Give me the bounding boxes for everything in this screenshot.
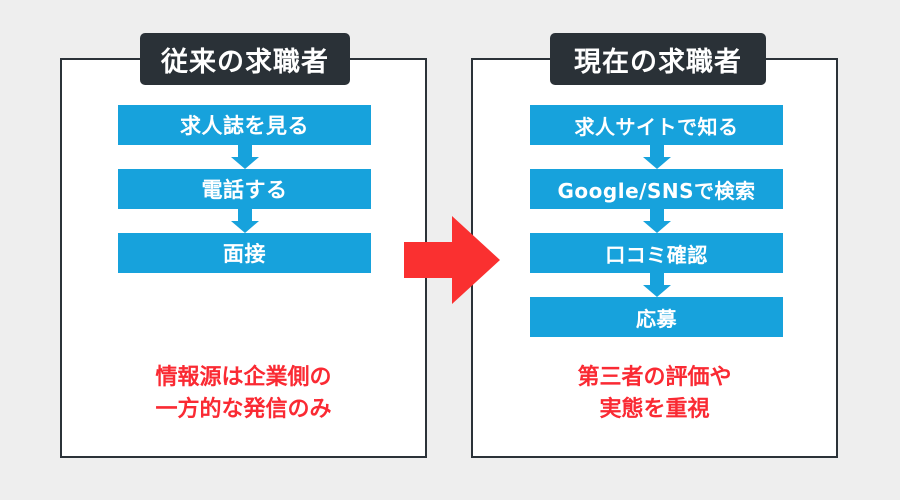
caption-current: 第三者の評価や 実態を重視: [471, 362, 838, 426]
caption-line: 実態を重視: [599, 397, 710, 422]
step-box: Google/SNSで検索: [530, 169, 783, 209]
arrow-stem: [649, 145, 664, 158]
caption-line: 一方的な発信のみ: [155, 397, 332, 422]
arrow-head: [642, 285, 671, 297]
arrow-head: [230, 157, 259, 169]
step-box: 求人サイトで知る: [530, 105, 783, 145]
step-box: 口コミ確認: [530, 233, 783, 273]
flow-arrow-down-icon: [118, 145, 371, 169]
arrow-stem: [237, 209, 252, 222]
arrow-head: [642, 157, 671, 169]
arrow-head: [230, 221, 259, 233]
caption-line: 第三者の評価や: [577, 365, 732, 390]
flow-arrow-down-icon: [118, 209, 371, 233]
flow-arrow-down-icon: [530, 273, 783, 297]
flow-current: 求人サイトで知る Google/SNSで検索 口コミ確認 応募: [530, 105, 783, 337]
flow-traditional: 求人誌を見る 電話する 面接: [118, 105, 371, 273]
right-arrow-icon: [404, 216, 500, 304]
arrow-stem: [649, 209, 664, 222]
caption-traditional: 情報源は企業側の 一方的な発信のみ: [60, 362, 427, 426]
flow-arrow-down-icon: [530, 209, 783, 233]
panel-title-traditional: 従来の求職者: [140, 33, 350, 85]
flow-arrow-down-icon: [530, 145, 783, 169]
caption-line: 情報源は企業側の: [155, 365, 332, 390]
arrow-head: [642, 221, 671, 233]
panel-title-current: 現在の求職者: [550, 33, 766, 85]
step-box: 面接: [118, 233, 371, 273]
step-box: 求人誌を見る: [118, 105, 371, 145]
step-box: 応募: [530, 297, 783, 337]
step-box: 電話する: [118, 169, 371, 209]
arrow-stem: [649, 273, 664, 286]
arrow-stem: [237, 145, 252, 158]
